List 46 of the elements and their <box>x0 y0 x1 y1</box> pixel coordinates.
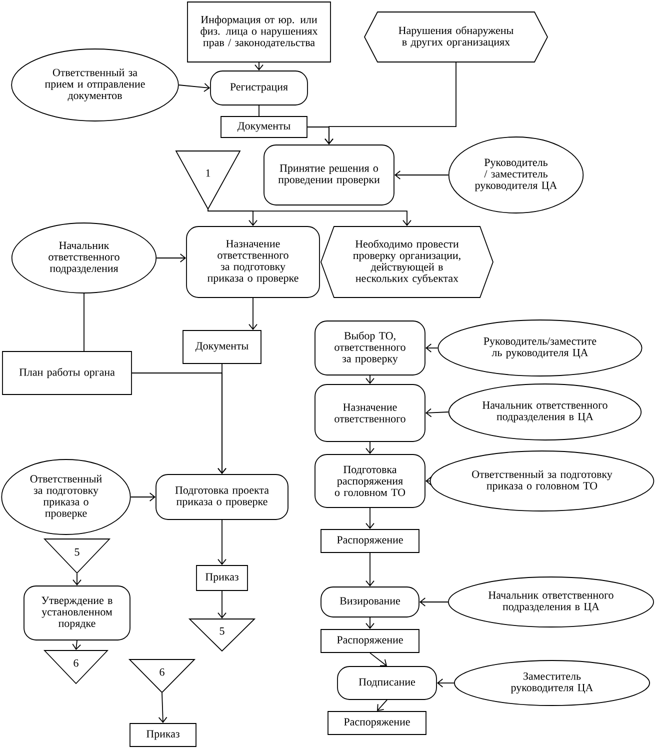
arrow <box>158 692 168 724</box>
arrow <box>132 372 226 474</box>
arrow <box>72 573 82 586</box>
rounded-box: Назначение ответственного за подготовку приказа о проверке <box>186 226 320 298</box>
rounded-box: Подготовка проекта приказа о проверке <box>156 474 288 520</box>
arrow <box>425 408 449 418</box>
arrow <box>366 375 374 384</box>
arrow <box>178 83 210 92</box>
process-box: План работы органа <box>2 351 132 395</box>
arrow <box>218 520 226 566</box>
arrow <box>425 476 432 486</box>
hexagon-box: Необходимо провести проверку организации, действующей в нескольких субъектах <box>320 226 494 298</box>
process-box: Приказ <box>196 565 248 591</box>
rounded-box: Подготовка распоряжения о головном ТО <box>314 454 426 508</box>
arrow <box>324 62 456 145</box>
process-box: Распоряжение <box>320 529 420 553</box>
arrow <box>370 652 387 666</box>
rounded-box: Выбор ТО, ответственного за проверку <box>314 320 426 376</box>
rounded-box: Регистрация <box>210 70 308 106</box>
arrow <box>366 552 374 587</box>
arrow <box>248 298 258 330</box>
arrow <box>130 492 156 502</box>
arrow <box>156 254 186 262</box>
process-box: Приказ <box>130 723 196 747</box>
arrow <box>366 508 374 530</box>
arrow <box>425 344 438 352</box>
arrow <box>366 617 374 630</box>
arrow <box>366 442 374 454</box>
rounded-box: Принятие решения о проведении проверки <box>264 144 394 206</box>
rounded-box: Подписание <box>337 666 437 700</box>
arrow <box>394 170 449 180</box>
rounded-box: Визирование <box>320 586 420 618</box>
arrow <box>377 700 388 712</box>
process-box: Информация от юр. или физ. лица о нарушениях прав / законодательства <box>187 2 331 62</box>
process-box: Распоряжение <box>328 711 426 735</box>
arrow <box>254 62 264 71</box>
rounded-box: Назначение ответственного <box>314 384 426 442</box>
arrow <box>208 209 412 226</box>
process-box: Документы <box>182 330 262 364</box>
process-box: Документы <box>220 116 308 138</box>
process-box: Распоряжение <box>320 629 420 653</box>
arrow <box>436 678 454 688</box>
arrow <box>72 640 82 650</box>
rounded-box: Утверждение в установленном порядке <box>24 586 130 640</box>
arrow <box>419 598 448 606</box>
arrow <box>218 590 226 619</box>
